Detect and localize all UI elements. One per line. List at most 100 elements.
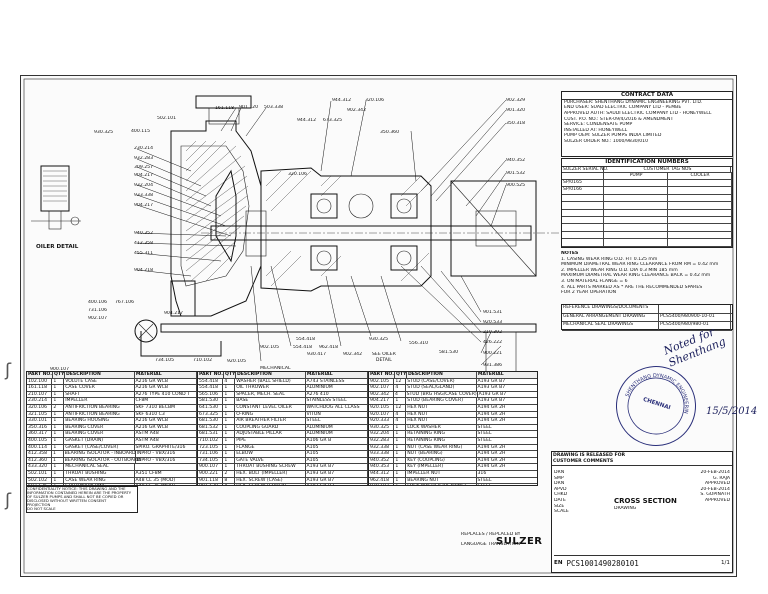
parts-cell: 681.530 (198, 418, 224, 424)
identification-row (562, 216, 732, 225)
parts-cell: A193 GR B7 (306, 477, 368, 484)
parts-cell: 102.100 (27, 378, 53, 385)
reference-value (659, 305, 731, 313)
parts-cell: A193 GR B7 (477, 379, 538, 385)
callout-label: 731.106 (88, 308, 107, 313)
parts-header-cell: MATERIAL (477, 372, 537, 378)
parts-cell: 1 (394, 424, 407, 431)
callout-label: 309.257 (134, 165, 153, 170)
parts-cell: STUD (BRG HSG/CASE COVER) (406, 391, 478, 398)
parts-cell: STEEL (306, 418, 368, 424)
parts-cell: 1 (223, 444, 236, 451)
callout-label: 940.352 (506, 158, 525, 163)
parts-header-cell: QTY (395, 372, 407, 378)
parts-cell: STUD (CASE/COVER) (406, 378, 477, 385)
callout-label: 161.118 (215, 106, 234, 111)
callout-label: 944.312 (332, 98, 351, 103)
parts-cell: CF8M (135, 398, 197, 404)
title-block-field: APVD (554, 486, 567, 492)
identification-serial: SP/0166 (562, 187, 604, 194)
status-block: DRAWING IS RELEASED FOR CUSTOMER COMMENT… (552, 452, 732, 467)
identification-title: IDENTIFICATION NUMBERS (562, 159, 732, 167)
parts-cell: 1 (394, 464, 407, 470)
parts-cell: 2 (223, 470, 236, 477)
parts-cell: KEY (IMPELLER) (406, 464, 477, 470)
confidentiality-line: DO NOT SCALE (27, 507, 56, 512)
callout-label: 940.352 (134, 231, 153, 236)
identification-serial (562, 231, 604, 239)
parts-cell: A351 CF8M (135, 470, 197, 477)
identification-cooler-tag (668, 194, 732, 202)
callout-label: 930.325 (369, 337, 388, 342)
parts-cell: OIL THROWER (235, 385, 306, 391)
identification-cooler-tag (668, 187, 732, 194)
callout-label: 900.107 (50, 367, 69, 372)
parts-cell: A194 GR 2H (477, 405, 538, 411)
parts-cell: 1 (52, 464, 65, 470)
parts-cell: 1 (394, 437, 407, 444)
confidentiality-line: DISCLOSED WITHOUT WRITTEN CONSENT (27, 499, 107, 504)
parts-cell: 673.325 (198, 411, 224, 418)
title-block-right-field: APPROVED (705, 481, 730, 487)
notes-title: NOTES (561, 251, 579, 256)
parts-cell: A105 (306, 457, 368, 464)
parts-cell: 900.221 (198, 470, 224, 477)
drawing-subtitle: DRAWING (614, 506, 637, 511)
callout-label: 230.214 (134, 146, 153, 151)
parts-cell: INPRO - VBX/316 (136, 457, 197, 464)
parts-cell: STAINLESS STEEL (306, 398, 368, 404)
parts-cell: 932.283 (369, 437, 395, 444)
identification-row (562, 202, 732, 210)
identification-row (562, 209, 732, 217)
confidentiality-line: PROJECTION (27, 503, 51, 508)
parts-cell: 944.312 (369, 470, 395, 477)
parts-cell: A193 GR B7 (477, 385, 538, 391)
parts-cell: O-RING (235, 411, 306, 418)
parts-cell: 502.101 (27, 470, 53, 477)
parts-cell: 1 (223, 464, 236, 470)
parts-cell: 723.105 (198, 444, 224, 451)
callout-label: 210.392 (483, 330, 502, 335)
binder-mark-2: ʃ (5, 490, 12, 511)
parts-cell: BASE (235, 398, 306, 404)
callout-label: 930.417 (307, 352, 326, 357)
parts-header-cell: PART NO. (370, 372, 395, 378)
parts-cell: 1 (52, 378, 65, 385)
callout-label: 320.106 (365, 98, 384, 103)
parts-cell: 1 (52, 470, 65, 477)
parts-cell: STEEL (477, 425, 538, 431)
parts-header-cell: PART NO. (199, 372, 224, 378)
parts-cell: GATE VALVE (235, 457, 306, 464)
parts-cell: STEEL (477, 431, 538, 437)
parts-cell: PIPE (235, 437, 306, 444)
see-oiler-label: SEE OILER DETAIL (372, 352, 396, 363)
parts-cell: 554.418 (198, 378, 224, 385)
callout-label: 920.533 (483, 320, 502, 325)
parts-cell: A194 GR 2H (477, 445, 538, 451)
confidentiality-notes: CONFIDENTIALITY NOTICE: THIS DRAWING AND… (26, 486, 138, 513)
